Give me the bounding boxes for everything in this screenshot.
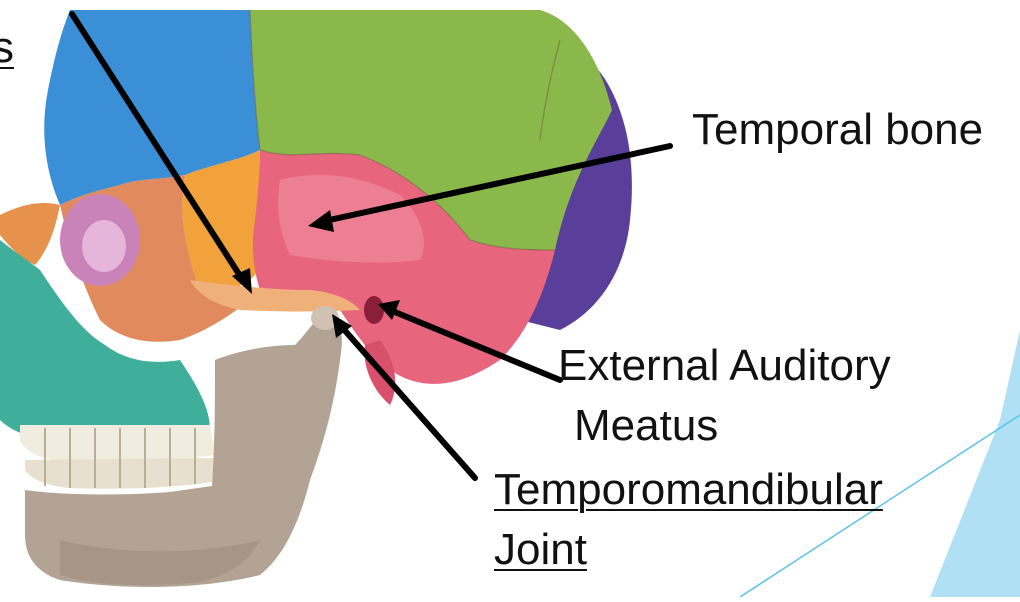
upper-teeth <box>20 425 215 463</box>
label-external-auditory-meatus-line2: Meatus <box>574 400 718 452</box>
external-auditory-meatus-opening <box>364 296 384 324</box>
label-temporomandibular-joint-line2: Joint <box>494 524 587 576</box>
label-temporomandibular-joint-line1: Temporomandibular <box>494 464 883 516</box>
label-temporal-bone: Temporal bone <box>692 104 983 156</box>
teeth <box>20 425 215 489</box>
orbit-inner <box>82 220 126 272</box>
partial-label-top-left: s <box>0 22 14 74</box>
label-external-auditory-meatus-line1: External Auditory <box>558 340 891 392</box>
accent-triangle <box>930 330 1020 597</box>
